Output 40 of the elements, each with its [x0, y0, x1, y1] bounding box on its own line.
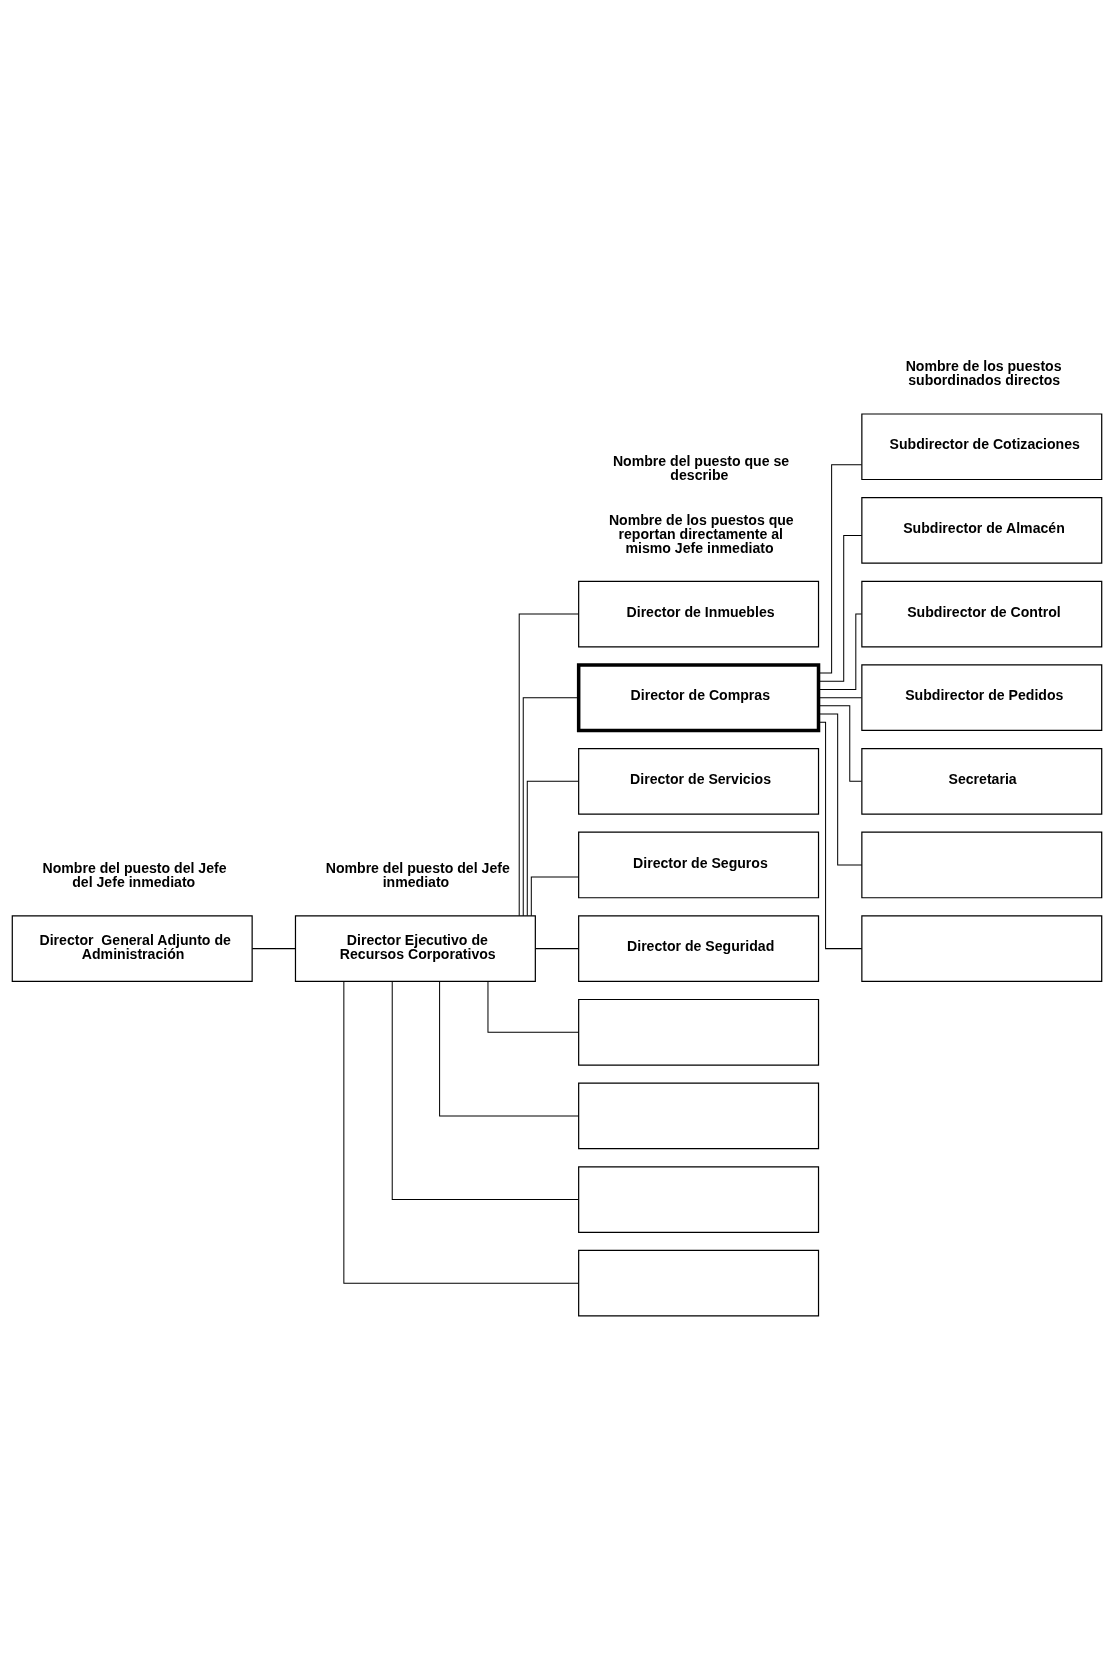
label: Nombre del puesto que se describe: [612, 452, 790, 483]
label: Nombre del puesto del Jefe inmediato: [325, 859, 510, 890]
node-box: Director de Seguros: [578, 831, 820, 898]
node-box: Director de Seguridad: [578, 914, 820, 982]
connector: [522, 696, 579, 916]
node-box: [861, 914, 1103, 982]
node-box: Director de Inmuebles: [578, 580, 820, 647]
connector: [818, 721, 863, 949]
node-box: Director Ejecutivo de Recursos Corporativos: [294, 914, 536, 982]
connector: [343, 980, 579, 1284]
connector: [818, 534, 863, 682]
connector: [818, 713, 863, 865]
connector: [391, 980, 579, 1200]
node-box: Subdirector de Pedidos: [861, 663, 1103, 731]
node-box: Subdirector de Cotizaciones: [861, 412, 1103, 480]
node-box: Director de Servicios: [578, 747, 820, 815]
node-box: Subdirector de Control: [861, 580, 1103, 647]
connector: [439, 980, 580, 1116]
connector: [518, 613, 579, 916]
node-box: Director General Adjunto de Administración: [11, 914, 253, 982]
connector: [818, 696, 862, 698]
node-box: Subdirector de Almacén: [861, 496, 1103, 564]
connector: [818, 463, 863, 674]
connector: [818, 613, 863, 690]
label: Nombre de los puestos subordinados directos: [905, 357, 1062, 388]
node-box: [578, 1082, 820, 1149]
connector: [251, 947, 296, 949]
label: Nombre del puesto del Jefe del Jefe inmediato: [42, 859, 227, 890]
label: Nombre de los puestos que reportan directamente al mismo Jefe inmediato: [608, 511, 794, 556]
node-box: [578, 1165, 820, 1233]
node-box: [578, 1249, 820, 1317]
connector: [487, 980, 580, 1033]
node-box: [578, 998, 820, 1066]
node-box: Secretaria: [861, 747, 1103, 815]
connector: [535, 947, 579, 949]
connector: [526, 780, 579, 916]
node-box: [861, 831, 1103, 898]
node-box: Director de Compras: [576, 662, 821, 732]
connector: [818, 704, 862, 782]
connector: [530, 876, 579, 916]
